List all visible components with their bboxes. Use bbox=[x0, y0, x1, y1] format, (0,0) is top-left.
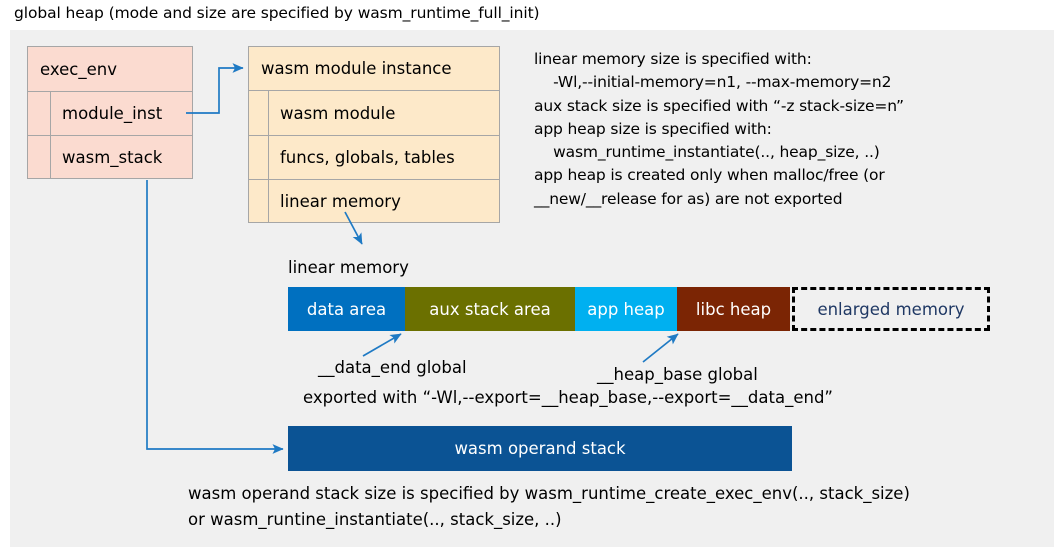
row-gutter bbox=[28, 136, 51, 178]
exec-env-row-wasm-stack: wasm_stack bbox=[28, 135, 192, 178]
memory-segment-libc-heap: libc heap bbox=[677, 287, 790, 331]
memory-segment-app-heap: app heap bbox=[575, 287, 677, 331]
wasm-module-instance-box: wasm module instance wasm module funcs, … bbox=[248, 46, 500, 223]
memory-segment-aux-stack-area: aux stack area bbox=[405, 287, 575, 331]
exec-env-row-module-inst: module_inst bbox=[28, 92, 192, 135]
row-gutter bbox=[28, 92, 51, 135]
module-instance-header: wasm module instance bbox=[249, 47, 499, 91]
annotation-exported: exported with “-Wl,--export=__heap_base,… bbox=[303, 388, 833, 407]
exec-env-wasm-stack-label: wasm_stack bbox=[62, 147, 163, 167]
module-instance-row-wasm-module: wasm module bbox=[249, 91, 499, 135]
module-instance-funcs-label: funcs, globals, tables bbox=[280, 148, 455, 167]
exec-env-rows: module_inst wasm_stack bbox=[28, 92, 192, 178]
annotation-heap-base: __heap_base global bbox=[597, 365, 758, 384]
exec-env-box: exec_env module_inst wasm_stack bbox=[27, 46, 193, 179]
memory-segment-enlarged-memory: enlarged memory bbox=[792, 287, 990, 331]
linear-memory-bar: data area aux stack area app heap libc h… bbox=[288, 287, 990, 331]
module-instance-linear-memory-label: linear memory bbox=[280, 192, 401, 211]
row-gutter bbox=[249, 91, 269, 135]
module-instance-row-linear-memory: linear memory bbox=[249, 179, 499, 223]
memory-segment-data-area: data area bbox=[288, 287, 405, 331]
exec-env-module-inst-label: module_inst bbox=[62, 104, 163, 123]
row-gutter bbox=[249, 136, 269, 179]
wasm-operand-stack-box: wasm operand stack bbox=[288, 426, 792, 471]
module-instance-wasm-module-label: wasm module bbox=[280, 103, 396, 123]
operand-stack-note: wasm operand stack size is specified by … bbox=[188, 484, 910, 529]
linear-memory-bar-label: linear memory bbox=[288, 258, 409, 277]
annotation-data-end: __data_end global bbox=[318, 358, 467, 377]
module-instance-row-funcs-globals-tables: funcs, globals, tables bbox=[249, 135, 499, 179]
module-instance-rows: wasm module funcs, globals, tables linea… bbox=[249, 91, 499, 223]
exec-env-header: exec_env bbox=[28, 47, 192, 92]
configuration-notes: linear memory size is specified with: -W… bbox=[534, 50, 904, 208]
row-gutter bbox=[249, 180, 269, 223]
page-title: global heap (mode and size are specified… bbox=[14, 4, 540, 22]
